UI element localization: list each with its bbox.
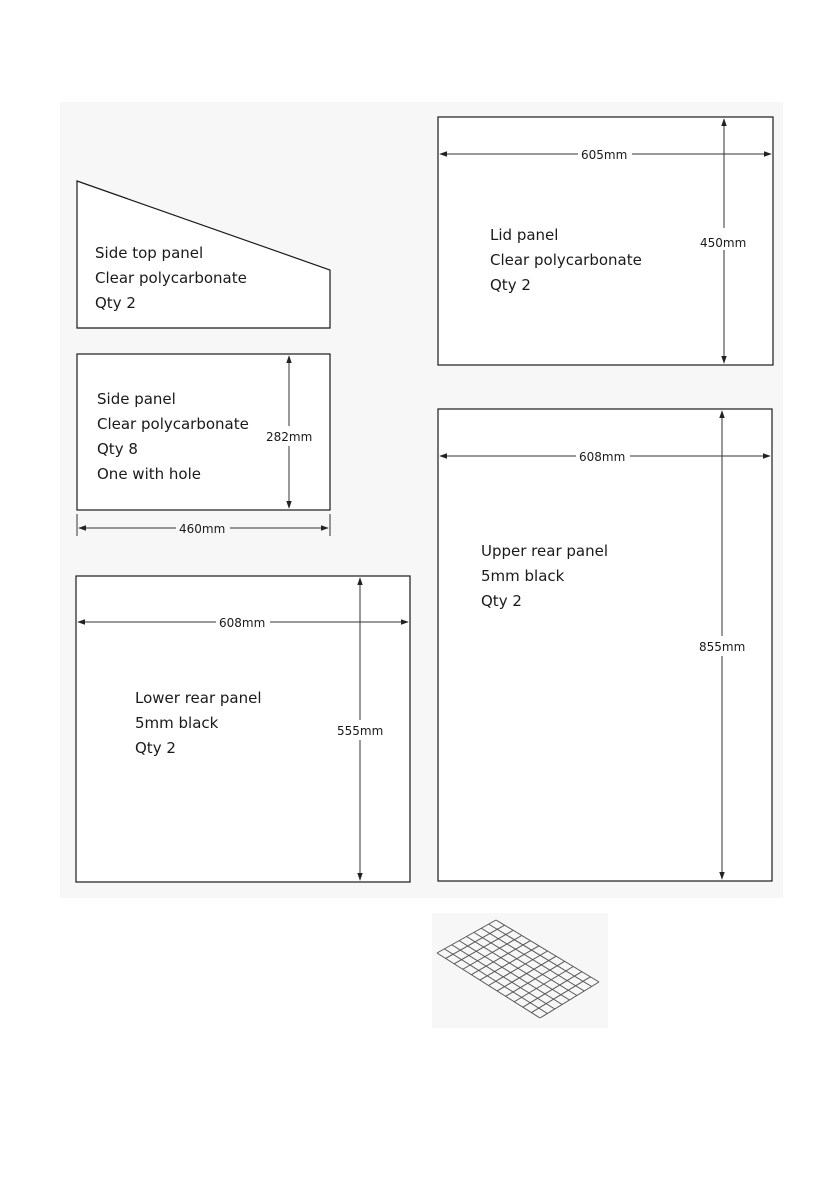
lower-rear-width-label: 608mm [219, 616, 265, 630]
upper-rear-width-label: 608mm [579, 450, 625, 464]
upper-rear-panel: 608mm 855mm Upper rear panel 5mm black Q… [438, 409, 772, 881]
lid-panel-qty: Qty 2 [490, 276, 531, 294]
side-width-label: 460mm [179, 522, 225, 536]
wire-mesh-icon [437, 920, 599, 1018]
lower-rear-panel-material: 5mm black [135, 714, 219, 732]
side-top-panel: Side top panel Clear polycarbonate Qty 2 [77, 181, 330, 328]
upper-rear-panel-material: 5mm black [481, 567, 565, 585]
side-panel: Side panel Clear polycarbonate Qty 8 One… [77, 354, 330, 536]
upper-rear-height-label: 855mm [699, 640, 745, 654]
side-panel-note: One with hole [97, 465, 201, 483]
lid-width-label: 605mm [581, 148, 627, 162]
upper-rear-panel-name: Upper rear panel [481, 542, 608, 560]
mesh-wire-short [437, 920, 496, 953]
lower-rear-height-label: 555mm [337, 724, 383, 738]
side-top-panel-qty: Qty 2 [95, 294, 136, 312]
side-top-panel-material: Clear polycarbonate [95, 269, 247, 287]
upper-rear-panel-qty: Qty 2 [481, 592, 522, 610]
mesh-wire-short [480, 946, 539, 980]
lower-rear-panel: 608mm 555mm Lower rear panel 5mm black Q… [76, 576, 410, 882]
side-panel-name: Side panel [97, 390, 176, 408]
lid-panel-material: Clear polycarbonate [490, 251, 642, 269]
side-panel-material: Clear polycarbonate [97, 415, 249, 433]
lower-rear-panel-qty: Qty 2 [135, 739, 176, 757]
mesh-wire-short [454, 930, 513, 964]
side-top-panel-name: Side top panel [95, 244, 203, 262]
lid-panel: 605mm 450mm Lid panel Clear polycarbonat… [438, 117, 773, 365]
mesh-wire-short [463, 936, 522, 970]
lid-panel-name: Lid panel [490, 226, 558, 244]
mesh-wire-short [446, 925, 505, 958]
mesh-wire-short [489, 951, 548, 986]
side-height-label: 282mm [266, 430, 312, 444]
mesh-wire-short [471, 941, 530, 975]
lower-rear-panel-name: Lower rear panel [135, 689, 262, 707]
lid-height-label: 450mm [700, 236, 746, 250]
side-panel-qty: Qty 8 [97, 440, 138, 458]
